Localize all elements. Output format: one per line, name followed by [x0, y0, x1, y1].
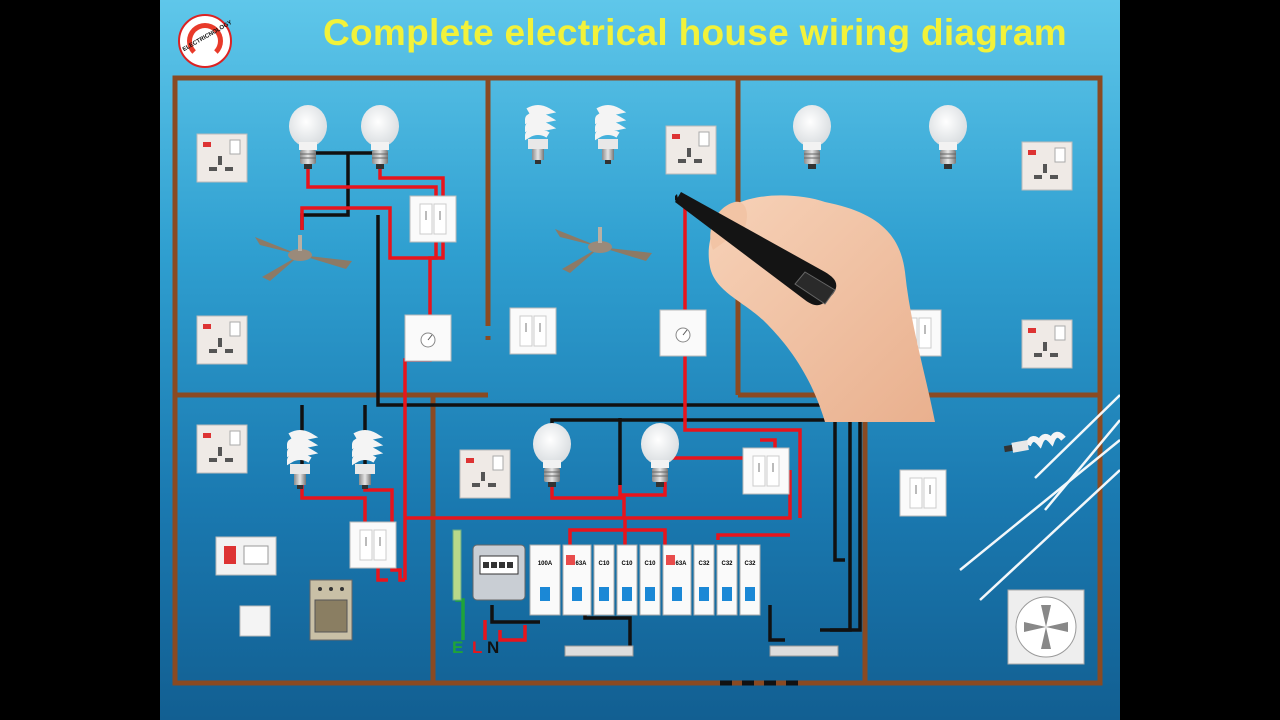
earth-terminal-label: E	[452, 638, 464, 657]
socket-icon	[459, 449, 511, 499]
bulb-icon	[532, 422, 572, 488]
breaker-rating-label: C32	[744, 561, 756, 567]
live-terminal-label: L	[472, 638, 483, 657]
socket-icon	[196, 133, 248, 183]
cfl-bulb-icon	[1003, 431, 1066, 453]
breaker-7: C32	[693, 544, 715, 616]
bulb-icon	[360, 104, 400, 170]
ceiling-fan-icon	[255, 235, 352, 281]
decorative-lines	[959, 394, 1120, 601]
consumer-unit: 100A 63A C10 C10 C10 63A C32 C32 C32	[529, 544, 761, 616]
energy-meter-icon	[472, 544, 526, 601]
cooker-socket-icon	[215, 536, 277, 576]
wiring-diagram: 100A 63A C10 C10 C10 63A C32 C32 C32	[172, 75, 1120, 686]
neutral-bar-icon	[564, 645, 634, 657]
socket-icon	[196, 315, 248, 365]
bulb-icon	[792, 104, 832, 170]
diagram-canvas: ELECTRICNOLOGY Complete electrical house…	[160, 0, 1120, 720]
cfl-bulb-icon	[528, 108, 548, 164]
cfl-bulb-icon	[598, 108, 618, 164]
switch-icon	[899, 469, 947, 517]
switch-icon	[742, 447, 790, 495]
fan-regulator-icon	[404, 314, 452, 362]
cfl-bulb-icon	[290, 433, 310, 489]
switch-icon	[349, 521, 397, 569]
hand-with-marker-icon	[675, 192, 935, 422]
socket-icon	[1021, 319, 1073, 369]
breaker-rating-label: C32	[698, 561, 710, 567]
bulb-icon	[288, 104, 328, 170]
socket-icon	[196, 424, 248, 474]
exhaust-fan-icon	[1007, 589, 1085, 665]
breaker-2: 63A	[562, 544, 592, 616]
breaker-6: 63A	[662, 544, 692, 616]
earth-bar-icon	[452, 529, 462, 601]
switch-icon	[509, 307, 557, 355]
breaker-3: C10	[593, 544, 615, 616]
breaker-9: C32	[739, 544, 761, 616]
breaker-4: C10	[616, 544, 638, 616]
bulb-icon	[640, 422, 680, 488]
outlet-plate-icon	[239, 605, 271, 637]
breaker-rating-label: 100A	[538, 561, 553, 567]
stove-icon	[309, 579, 353, 641]
switch-icon	[409, 195, 457, 243]
neutral-bar-icon	[769, 645, 839, 657]
neutral-terminal-label: N	[487, 638, 500, 657]
bulb-icon	[928, 104, 968, 170]
breaker-1: 100A	[529, 544, 561, 616]
page-title: Complete electrical house wiring diagram	[323, 12, 1067, 53]
electricnology-logo: ELECTRICNOLOGY	[178, 14, 233, 68]
breaker-rating-label: 63A	[575, 561, 587, 567]
breaker-rating-label: C10	[598, 561, 610, 567]
breaker-8: C32	[716, 544, 738, 616]
breaker-rating-label: C10	[621, 561, 633, 567]
breaker-rating-label: C10	[644, 561, 656, 567]
breaker-rating-label: C32	[721, 561, 733, 567]
breaker-5: C10	[639, 544, 661, 616]
socket-icon	[665, 125, 717, 175]
socket-icon	[1021, 141, 1073, 191]
ceiling-fan-icon	[555, 227, 652, 273]
breaker-rating-label: 63A	[675, 561, 687, 567]
